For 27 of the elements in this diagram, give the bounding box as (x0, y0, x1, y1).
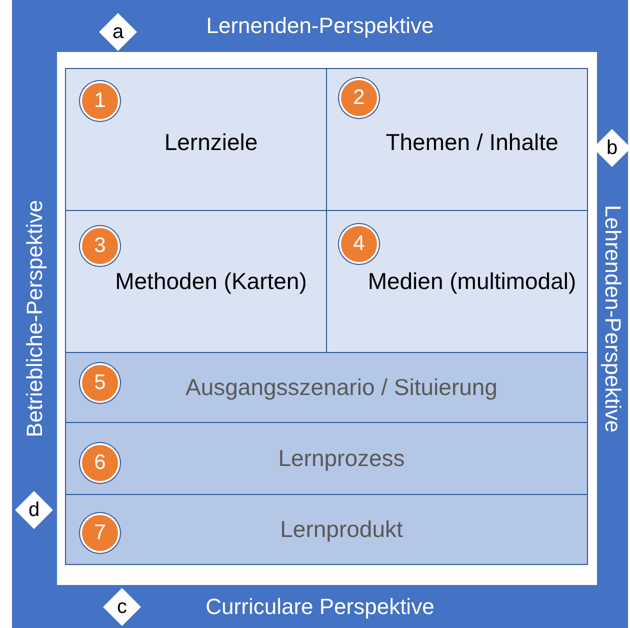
cell-label: Lernprozess (277, 444, 405, 474)
number-badge: 7 (80, 513, 120, 553)
perspective-band (12, 585, 628, 628)
band-label: Betriebliche-Perspektive (22, 200, 48, 438)
cell-label: Lernprodukt (279, 515, 403, 544)
number-badge: 1 (80, 81, 120, 121)
number-badge: 3 (80, 226, 120, 266)
grid-cell (65, 210, 327, 353)
grid-cell (65, 68, 327, 211)
cell-label: Methoden (Karten) (114, 267, 307, 296)
grid-cell (326, 68, 588, 211)
band-label: Curriculare Perspektive (206, 594, 434, 620)
number-badge: 5 (80, 363, 120, 403)
number-badge: 4 (339, 224, 379, 264)
cell-label: Lernziele (163, 128, 258, 158)
number-badge: 2 (339, 78, 379, 118)
cell-label: Themen / Inhalte (384, 128, 558, 158)
grid-cell (65, 494, 588, 565)
cell-label: Medien (multimodal) (366, 267, 576, 296)
band-label: Lernenden-Perspektive (206, 13, 434, 39)
cell-label: Ausgangsszenario / Situierung (184, 373, 498, 402)
grid-cell (65, 352, 588, 423)
grid-cell (65, 422, 588, 495)
grid-cell (326, 210, 588, 353)
perspective-band (12, 0, 628, 52)
band-label: Lehrenden-Perspektive (600, 204, 626, 432)
number-badge: 6 (80, 443, 120, 483)
